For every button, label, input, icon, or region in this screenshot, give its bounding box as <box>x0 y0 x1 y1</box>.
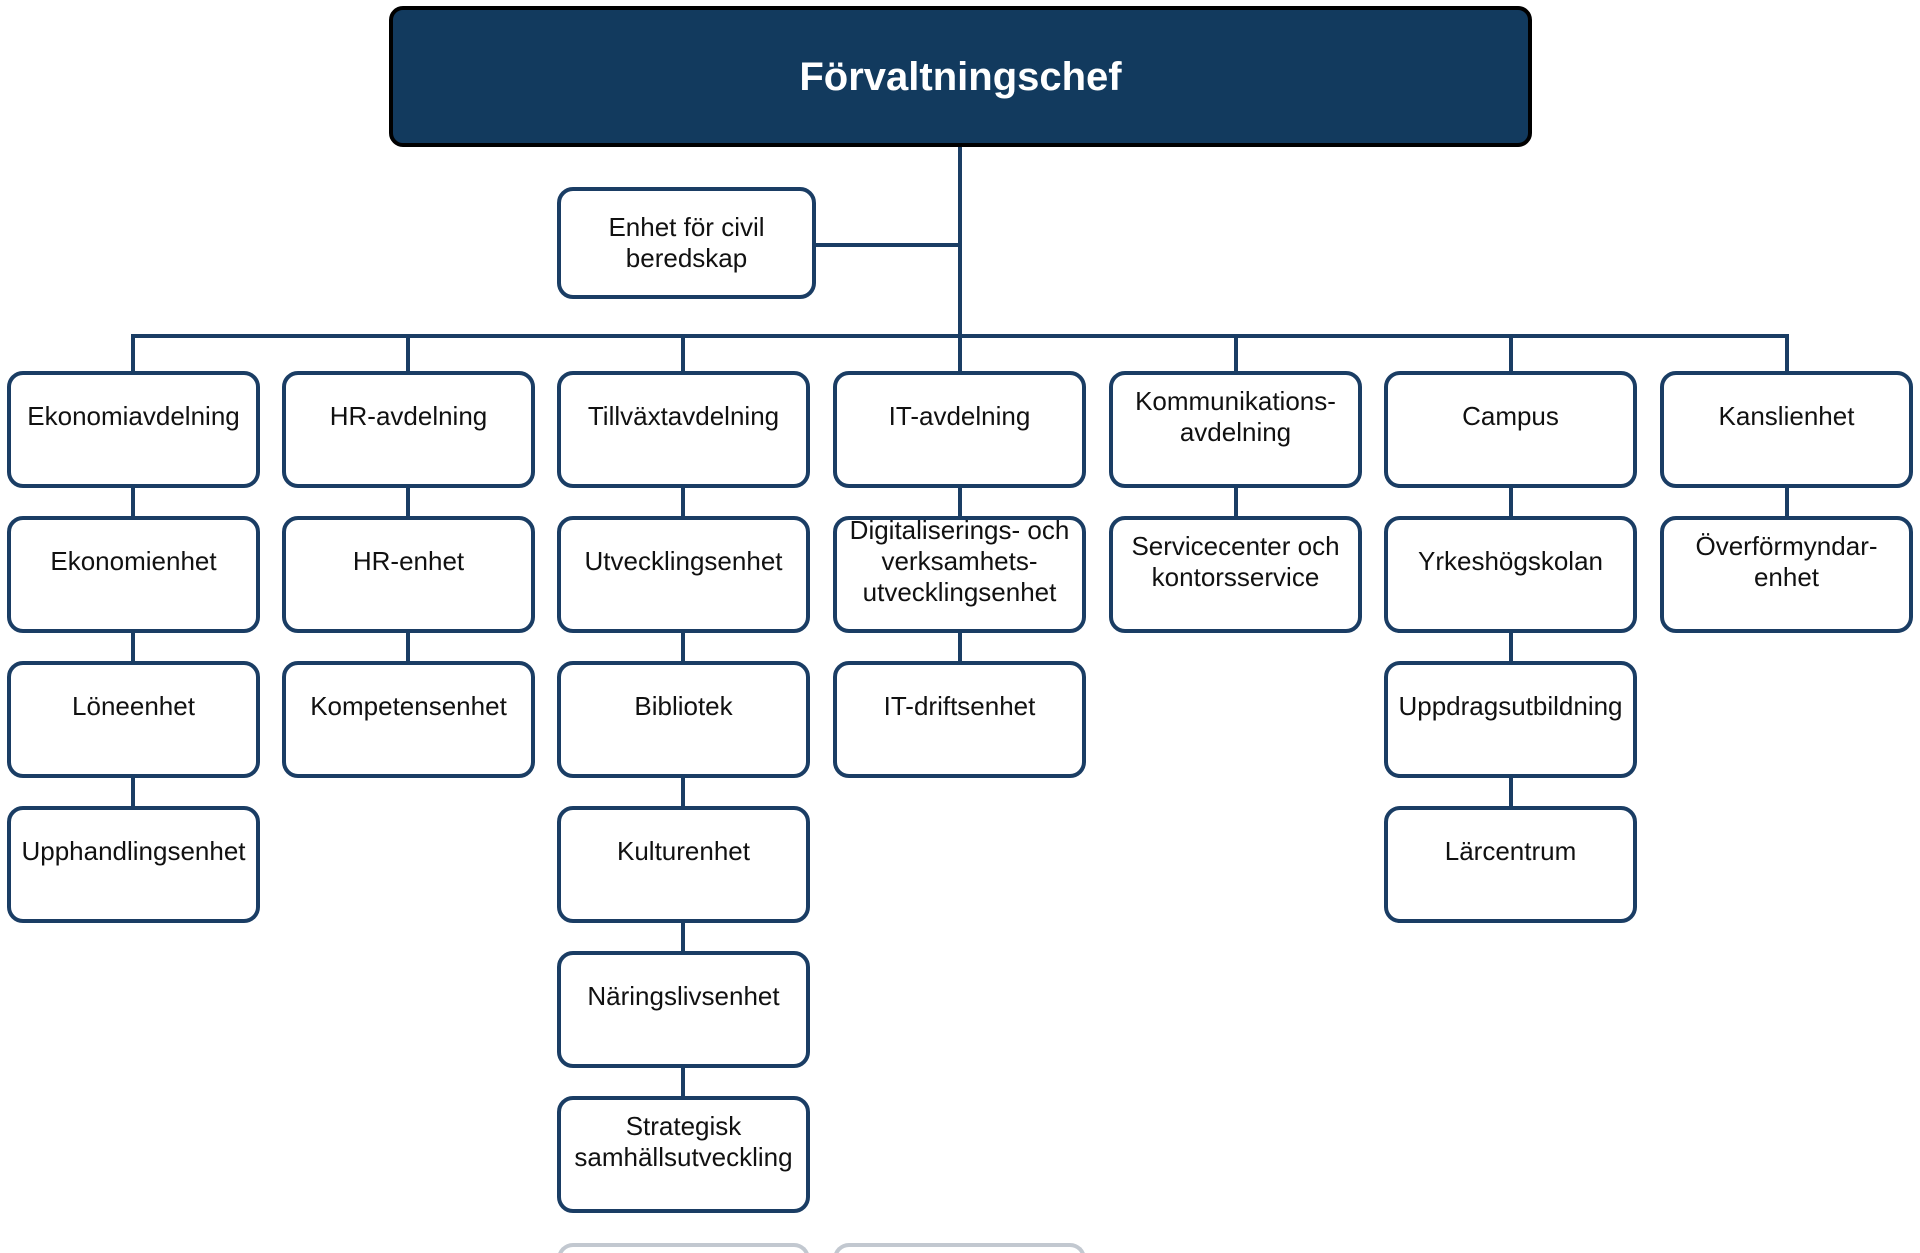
node-ekonomiavdelning: Ekonomiavdelning <box>7 371 260 488</box>
node-kommunikationsavdelning: Kommunikations- avdelning <box>1109 371 1362 488</box>
connector-trunk <box>958 147 962 338</box>
connector-col1-r2 <box>131 633 135 661</box>
node-ekonomienhet: Ekonomienhet <box>7 516 260 633</box>
connector-col1-r3 <box>131 778 135 806</box>
connector-drop-col5 <box>1234 334 1238 371</box>
node-tillvaxtavdelning: Tillväxtavdelning <box>557 371 810 488</box>
connector-drop-col4 <box>958 334 962 371</box>
node-enhet-for-civil-beredskap: Enhet för civil beredskap <box>557 187 816 299</box>
connector-col7-r1 <box>1785 488 1789 516</box>
connector-col3-r3 <box>681 778 685 806</box>
node-kompetensenhet: Kompetensenhet <box>282 661 535 778</box>
node-campus: Campus <box>1384 371 1637 488</box>
connector-col3-r5 <box>681 1068 685 1096</box>
node-hr-enhet: HR-enhet <box>282 516 535 633</box>
node-utvecklingsenhet: Utvecklingsenhet <box>557 516 810 633</box>
connector-col6-r1 <box>1509 488 1513 516</box>
connector-drop-col1 <box>131 334 135 371</box>
node-hr-avdelning: HR-avdelning <box>282 371 535 488</box>
connector-col3-r1 <box>681 488 685 516</box>
node-digitaliserings-verksamhetsutvecklingsenhet: Digitaliserings- och verksamhets- utveck… <box>833 515 1086 633</box>
connector-col4-r1 <box>958 488 962 517</box>
connector-col1-r1 <box>131 488 135 516</box>
node-loneenhet: Löneenhet <box>7 661 260 778</box>
connector-staff-unit <box>814 243 960 247</box>
node-naringslivsenhet: Näringslivsenhet <box>557 951 810 1068</box>
cropped-partial-box <box>557 1243 810 1253</box>
connector-col3-r4 <box>681 923 685 951</box>
node-overformyndarenhet: Överförmyndar- enhet <box>1660 516 1913 633</box>
connector-drop-col3 <box>681 334 685 371</box>
connector-drop-col6 <box>1509 334 1513 371</box>
connector-col3-r2 <box>681 633 685 661</box>
connector-drop-col7 <box>1785 334 1789 371</box>
node-larcentrum: Lärcentrum <box>1384 806 1637 923</box>
node-yrkeshogskolan: Yrkeshögskolan <box>1384 516 1637 633</box>
node-it-avdelning: IT-avdelning <box>833 371 1086 488</box>
node-it-driftsenhet: IT-driftsenhet <box>833 661 1086 778</box>
cropped-partial-box <box>833 1243 1086 1253</box>
node-upphandlingsenhet: Upphandlingsenhet <box>7 806 260 923</box>
connector-col2-r2 <box>406 633 410 661</box>
connector-col6-r3 <box>1509 778 1513 806</box>
node-servicecenter-och-kontorsservice: Servicecenter och kontorsservice <box>1109 516 1362 633</box>
connector-col2-r1 <box>406 488 410 516</box>
node-uppdragsutbildning: Uppdragsutbildning <box>1384 661 1637 778</box>
connector-col5-r1 <box>1234 488 1238 516</box>
node-strategisk-samhallsutveckling: Strategisk samhällsutveckling <box>557 1096 810 1213</box>
node-bibliotek: Bibliotek <box>557 661 810 778</box>
connector-col4-r2 <box>958 633 962 661</box>
node-forvaltningschef: Förvaltningschef <box>389 6 1532 147</box>
connector-col6-r2 <box>1509 633 1513 661</box>
node-kulturenhet: Kulturenhet <box>557 806 810 923</box>
connector-drop-col2 <box>406 334 410 371</box>
node-kanslienhet: Kanslienhet <box>1660 371 1913 488</box>
